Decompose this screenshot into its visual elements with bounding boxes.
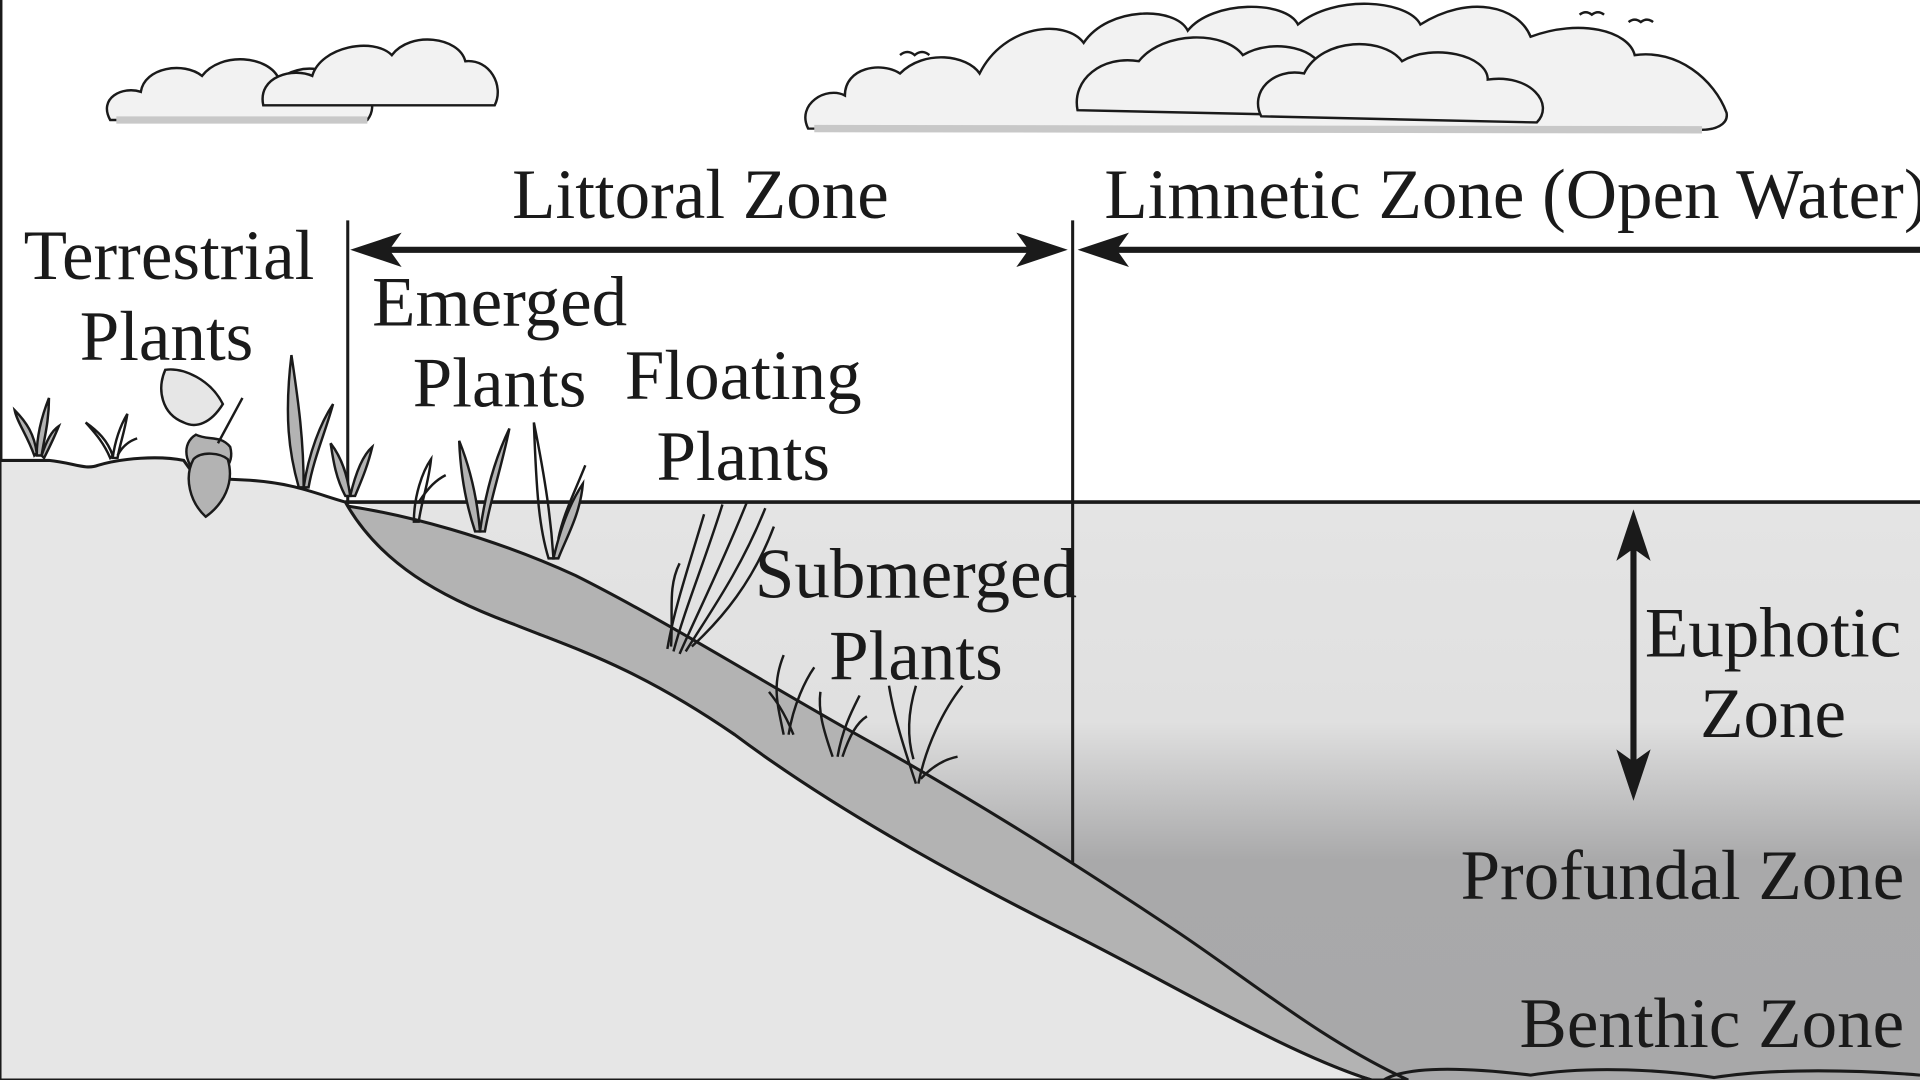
emerged-plants-label-line2: Plants bbox=[413, 345, 587, 423]
submerged-plants-label-line1: Submerged bbox=[755, 536, 1077, 614]
floating-plants-label-line2: Plants bbox=[656, 418, 830, 496]
birds bbox=[899, 11, 1654, 57]
littoral-zone-arrow bbox=[350, 232, 1068, 267]
euphotic-zone-arrow bbox=[1616, 509, 1651, 801]
profundal-zone-label: Profundal Zone bbox=[1461, 837, 1905, 915]
floating-plants bbox=[666, 501, 776, 655]
emerged-plants-label-line1: Emerged bbox=[372, 264, 627, 342]
open-water bbox=[345, 502, 1920, 1080]
cloud-right bbox=[804, 2, 1728, 134]
terrestrial-plants-label-line1: Terrestrial bbox=[24, 217, 315, 295]
terrestrial-plants-label-line2: Plants bbox=[80, 298, 254, 376]
emerged-plants bbox=[412, 422, 587, 560]
land bbox=[0, 456, 1372, 1080]
limnetic-zone-arrow bbox=[1077, 232, 1920, 267]
benthic-zone-label: Benthic Zone bbox=[1520, 985, 1905, 1063]
littoral-zone-label: Littoral Zone bbox=[512, 156, 889, 234]
euphotic-zone-label-line1: Euphotic bbox=[1645, 594, 1901, 672]
benthic-floor bbox=[1382, 1067, 1920, 1080]
terrestrial-plants bbox=[12, 354, 375, 519]
submerged-plants bbox=[768, 654, 964, 785]
euphotic-zone-label-line2: Zone bbox=[1700, 675, 1846, 753]
cloud-left bbox=[105, 38, 499, 124]
limnetic-zone-label: Limnetic Zone (Open Water) bbox=[1104, 156, 1920, 234]
text-labels: Littoral Zone Limnetic Zone (Open Water)… bbox=[24, 156, 1920, 1063]
floating-plants-label-line1: Floating bbox=[625, 337, 862, 415]
submerged-plants-label-line2: Plants bbox=[829, 618, 1003, 696]
